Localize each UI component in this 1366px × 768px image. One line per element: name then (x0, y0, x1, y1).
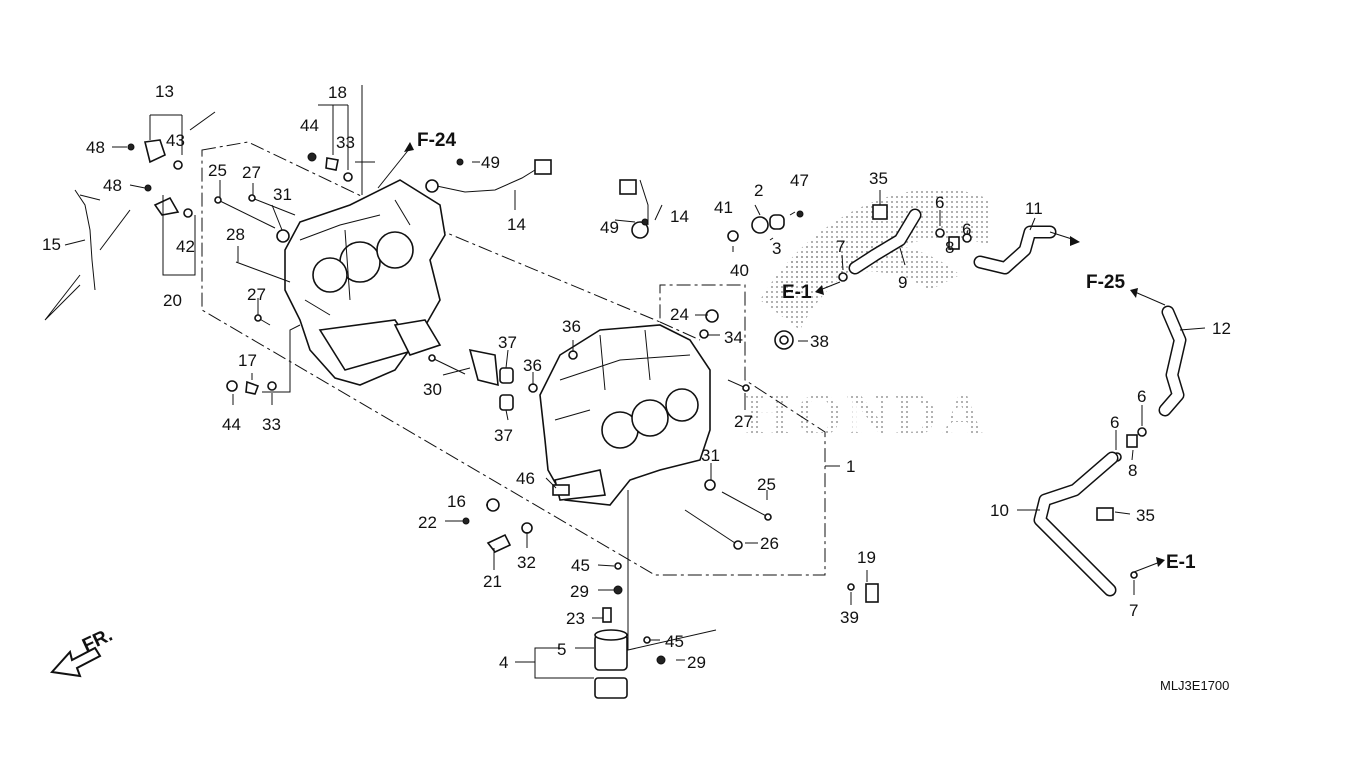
callout-27b: 27 (247, 285, 266, 304)
callout-46: 46 (516, 469, 535, 488)
callout-36b: 36 (523, 356, 542, 375)
callout-37a: 37 (498, 333, 517, 352)
callout-14b: 14 (670, 207, 689, 226)
callout-10: 10 (990, 501, 1009, 520)
callout-25b: 25 (757, 475, 776, 494)
callout-5: 5 (557, 640, 566, 659)
assembly-frame-lines (201, 85, 826, 651)
callout-14a: 14 (507, 215, 526, 234)
callout-18: 18 (328, 83, 347, 102)
honda-watermark: HONDA (745, 188, 990, 448)
callout-28: 28 (226, 225, 245, 244)
callout-32: 32 (517, 553, 536, 572)
callout-35b: 35 (1136, 506, 1155, 525)
callout-12: 12 (1212, 319, 1231, 338)
callout-34: 34 (724, 328, 743, 347)
callout-6b: 6 (962, 220, 971, 239)
leader-lines (44, 104, 1206, 679)
callout-24: 24 (670, 305, 689, 324)
callout-16: 16 (447, 492, 466, 511)
callout-45b: 45 (665, 632, 684, 651)
ref-f25: F-25 (1086, 272, 1126, 293)
front-direction-arrow: FR. (50, 625, 116, 678)
callout-36a: 36 (562, 317, 581, 336)
callout-25a: 25 (208, 161, 227, 180)
crankcase-upper-half (284, 179, 446, 386)
callout-48b: 48 (103, 176, 122, 195)
callout-20: 20 (163, 291, 182, 310)
callout-15: 15 (42, 235, 61, 254)
callout-8b: 8 (1128, 461, 1137, 480)
callout-22: 22 (418, 513, 437, 532)
callout-21: 21 (483, 572, 502, 591)
callout-1: 1 (846, 457, 855, 476)
callout-41: 41 (714, 198, 733, 217)
callout-27c: 27 (734, 412, 753, 431)
callout-40: 40 (730, 261, 749, 280)
callout-numbers: 1 2 3 4 5 6 6 6 6 7 7 8 8 9 10 11 12 13 … (42, 82, 1231, 672)
callout-30: 30 (423, 380, 442, 399)
callout-23: 23 (566, 609, 585, 628)
callout-42: 42 (176, 237, 195, 256)
callout-44b: 44 (222, 415, 241, 434)
callout-39: 39 (840, 608, 859, 627)
callout-9: 9 (898, 273, 907, 292)
callout-29a: 29 (570, 582, 589, 601)
callout-31b: 31 (701, 446, 720, 465)
ref-e1-right: E-1 (1166, 552, 1196, 573)
callout-19: 19 (857, 548, 876, 567)
callout-27a: 27 (242, 163, 261, 182)
long-bolts (214, 194, 772, 550)
callout-47: 47 (790, 171, 809, 190)
ref-e1-left: E-1 (782, 282, 812, 303)
callout-31a: 31 (273, 185, 292, 204)
callout-6a: 6 (935, 193, 944, 212)
reference-arrows (377, 142, 1166, 573)
crankcase-lower-half (539, 324, 711, 506)
watermark-text: HONDA (745, 382, 988, 448)
diagram-code: MLJ3E1700 (1160, 678, 1229, 693)
callout-33b: 33 (262, 415, 281, 434)
callout-3: 3 (772, 239, 781, 258)
callout-44a: 44 (300, 116, 319, 135)
callout-33a: 33 (336, 133, 355, 152)
callout-49b: 49 (600, 218, 619, 237)
callout-38: 38 (810, 332, 829, 351)
callout-43: 43 (166, 131, 185, 150)
small-parts (74, 139, 1147, 699)
callout-6c: 6 (1137, 387, 1146, 406)
callout-35a: 35 (869, 169, 888, 188)
callout-7a: 7 (836, 237, 845, 256)
callout-6d: 6 (1110, 413, 1119, 432)
callout-48a: 48 (86, 138, 105, 157)
callout-17: 17 (238, 351, 257, 370)
callout-7b: 7 (1129, 601, 1138, 620)
callout-49a: 49 (481, 153, 500, 172)
callout-37b: 37 (494, 426, 513, 445)
callout-13: 13 (155, 82, 174, 101)
callout-29b: 29 (687, 653, 706, 672)
callout-26: 26 (760, 534, 779, 553)
callout-45a: 45 (571, 556, 590, 575)
front-marker-label: FR. (79, 625, 116, 657)
callout-2: 2 (754, 181, 763, 200)
ref-f24: F-24 (417, 130, 457, 151)
water-hoses (848, 208, 1187, 597)
callout-8a: 8 (945, 238, 954, 257)
callout-11: 11 (1025, 199, 1043, 218)
callout-4: 4 (499, 653, 508, 672)
